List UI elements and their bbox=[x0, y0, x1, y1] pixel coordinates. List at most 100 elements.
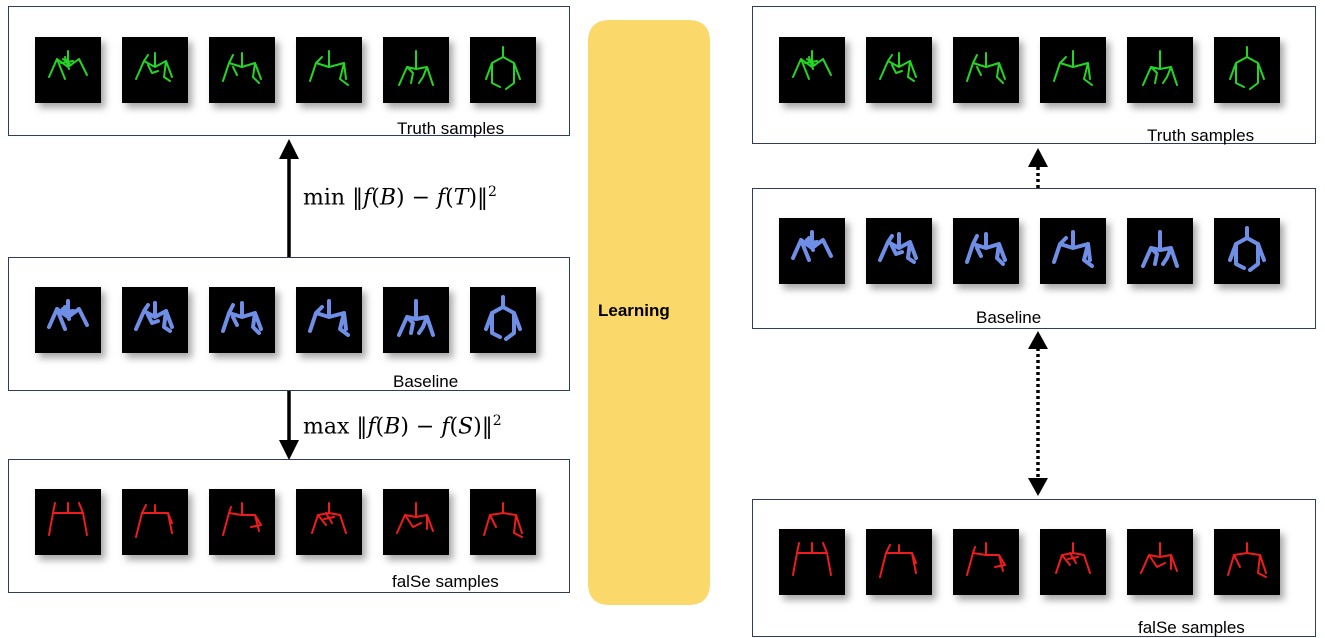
baseline-pose-stroke bbox=[47, 299, 89, 331]
false-sample-thumbnail bbox=[1040, 529, 1106, 595]
truth-sample-thumbnail bbox=[1127, 37, 1193, 103]
truth-sample-thumbnail bbox=[779, 37, 845, 103]
false-pose-glyph bbox=[48, 502, 88, 536]
truth-pose-stroke bbox=[485, 46, 521, 90]
truth-pose-glyph bbox=[485, 46, 521, 90]
false-pose-stroke bbox=[48, 502, 88, 536]
false-sample-thumbnail bbox=[35, 489, 101, 555]
false-sample-thumbnail bbox=[383, 489, 449, 555]
false-sample-thumbnail bbox=[122, 489, 188, 555]
false-pose-stroke bbox=[966, 542, 1006, 576]
truth-pose-stroke bbox=[1142, 50, 1178, 86]
false-sample-thumbnail bbox=[866, 529, 932, 595]
baseline-sample-thumbnail bbox=[296, 287, 362, 353]
right-truth-label: Truth samples bbox=[1147, 126, 1255, 145]
baseline-sample-thumbnail bbox=[1040, 218, 1106, 284]
right-double-arrow-head-down bbox=[1028, 478, 1048, 496]
false-sample-thumbnail bbox=[1214, 529, 1280, 595]
truth-sample-thumbnail bbox=[383, 37, 449, 103]
false-pose-stroke bbox=[1140, 542, 1178, 574]
baseline-pose-glyph bbox=[1052, 230, 1094, 268]
baseline-sample-thumbnail bbox=[953, 218, 1019, 284]
baseline-pose-stroke bbox=[1228, 226, 1266, 272]
false-pose-glyph bbox=[396, 502, 434, 534]
baseline-sample-thumbnail bbox=[470, 287, 536, 353]
max-formula: max ‖f(B) − f(S)‖2 bbox=[303, 413, 502, 440]
baseline-pose-glyph bbox=[965, 232, 1007, 266]
false-pose-stroke bbox=[222, 502, 262, 536]
right-false-panel: falSe samples bbox=[752, 499, 1316, 637]
left-false-panel: falSe samples bbox=[8, 459, 570, 593]
baseline-pose-glyph bbox=[1141, 230, 1179, 268]
truth-pose-stroke bbox=[792, 50, 832, 80]
false-pose-stroke bbox=[483, 502, 523, 538]
false-sample-thumbnail bbox=[1127, 529, 1193, 595]
truth-sample-thumbnail bbox=[35, 37, 101, 103]
truth-pose-glyph bbox=[135, 52, 173, 82]
false-pose-stroke bbox=[879, 544, 917, 578]
learning-arrow bbox=[588, 20, 710, 605]
left-baseline-panel: Baseline bbox=[8, 257, 570, 391]
baseline-sample-thumbnail bbox=[1214, 218, 1280, 284]
truth-pose-glyph bbox=[48, 50, 88, 80]
right-false-label: falSe samples bbox=[1138, 618, 1245, 637]
truth-pose-glyph bbox=[398, 50, 434, 86]
baseline-pose-glyph bbox=[484, 295, 522, 341]
baseline-sample-thumbnail bbox=[779, 218, 845, 284]
baseline-pose-glyph bbox=[1228, 226, 1266, 272]
baseline-pose-stroke bbox=[221, 301, 263, 335]
truth-pose-glyph bbox=[222, 52, 262, 84]
truth-pose-glyph bbox=[1229, 46, 1265, 90]
false-sample-thumbnail bbox=[470, 489, 536, 555]
right-baseline-label: Baseline bbox=[976, 308, 1042, 327]
min-formula: min ‖f(B) − f(T)‖2 bbox=[303, 184, 497, 211]
baseline-sample-thumbnail bbox=[209, 287, 275, 353]
right-baseline-panel: Baseline bbox=[752, 188, 1316, 329]
learning-arrow-shape bbox=[588, 20, 710, 605]
false-pose-glyph bbox=[879, 544, 917, 578]
baseline-sample-thumbnail bbox=[383, 287, 449, 353]
baseline-pose-stroke bbox=[308, 299, 350, 337]
truth-pose-stroke bbox=[222, 52, 262, 84]
baseline-pose-glyph bbox=[221, 301, 263, 335]
baseline-pose-glyph bbox=[397, 299, 435, 337]
baseline-pose-stroke bbox=[484, 295, 522, 341]
max-formula-a: B bbox=[384, 414, 401, 440]
learning-label: Learning bbox=[598, 301, 670, 320]
min-formula-exp: 2 bbox=[488, 184, 497, 200]
false-pose-glyph bbox=[483, 502, 523, 538]
baseline-sample-thumbnail bbox=[866, 218, 932, 284]
min-arrow-head bbox=[279, 139, 299, 159]
truth-pose-glyph bbox=[792, 50, 832, 80]
truth-sample-thumbnail bbox=[953, 37, 1019, 103]
baseline-pose-stroke bbox=[878, 232, 918, 264]
max-formula-b: S bbox=[458, 414, 474, 440]
baseline-pose-glyph bbox=[878, 232, 918, 264]
false-pose-glyph bbox=[222, 502, 262, 536]
min-formula-f2: f bbox=[437, 185, 446, 211]
left-false-label: falSe samples bbox=[392, 572, 499, 591]
truth-pose-glyph bbox=[1142, 50, 1178, 86]
false-pose-stroke bbox=[396, 502, 434, 534]
max-formula-f: f bbox=[367, 414, 376, 440]
left-baseline-label: Baseline bbox=[393, 372, 459, 391]
false-sample-thumbnail bbox=[296, 489, 362, 555]
min-formula-b: T bbox=[453, 185, 469, 211]
false-pose-glyph bbox=[311, 502, 347, 534]
false-pose-glyph bbox=[1227, 542, 1267, 578]
false-sample-thumbnail bbox=[953, 529, 1019, 595]
min-formula-f: f bbox=[363, 185, 372, 211]
false-pose-glyph bbox=[135, 504, 173, 538]
truth-pose-stroke bbox=[48, 50, 88, 80]
truth-sample-thumbnail bbox=[470, 37, 536, 103]
truth-sample-thumbnail bbox=[866, 37, 932, 103]
truth-sample-thumbnail bbox=[209, 37, 275, 103]
right-double-arrow-head-up bbox=[1028, 331, 1048, 349]
baseline-sample-thumbnail bbox=[35, 287, 101, 353]
max-formula-exp: 2 bbox=[492, 413, 502, 429]
min-formula-a: B bbox=[379, 185, 396, 211]
false-pose-stroke bbox=[1055, 542, 1091, 574]
truth-sample-thumbnail bbox=[122, 37, 188, 103]
baseline-pose-stroke bbox=[1141, 230, 1179, 268]
